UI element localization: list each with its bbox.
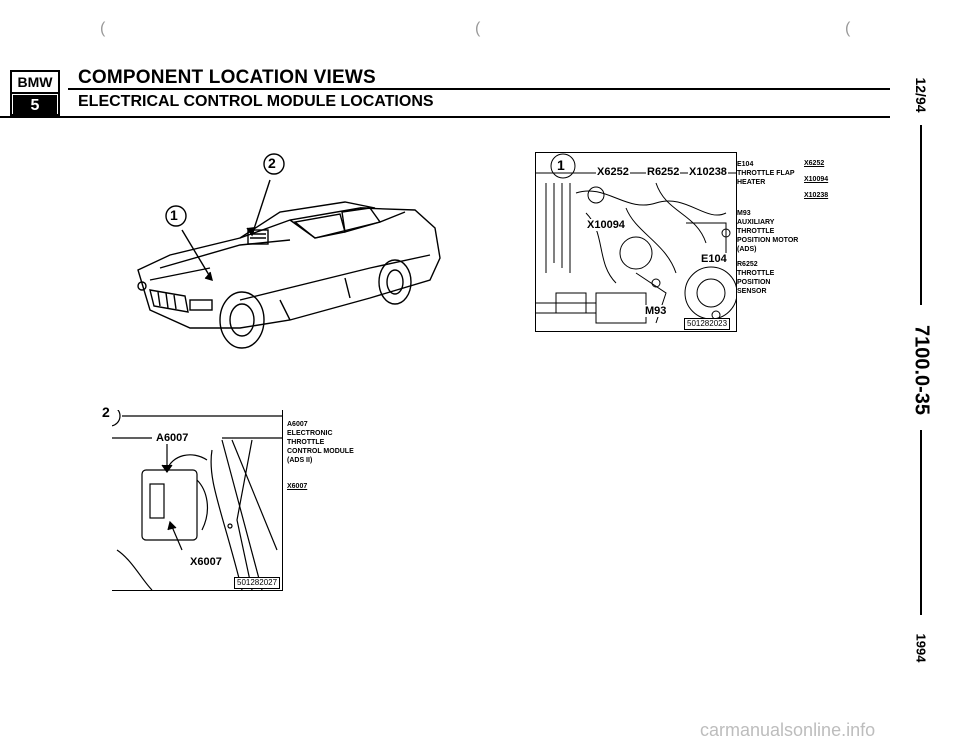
engine-bay-drawing bbox=[536, 153, 738, 324]
watermark: carmanualsonline.info bbox=[700, 720, 876, 740]
code-x6007: X6007 bbox=[287, 483, 308, 490]
engine-codes: X6252 X10094 X10238 bbox=[804, 160, 828, 199]
legend-line: POSITION MOTOR bbox=[737, 237, 799, 244]
legend-line: THROTTLE FLAP bbox=[737, 170, 795, 177]
legend-line: (ADS) bbox=[737, 246, 757, 253]
module-callout: 2 bbox=[102, 404, 110, 420]
label-e104: E104 bbox=[700, 253, 728, 265]
label-x6252: X6252 bbox=[596, 166, 630, 178]
code-x10094: X10094 bbox=[804, 176, 829, 183]
code-x10238: X10238 bbox=[804, 192, 829, 199]
legend-m93: M93 AUXILIARY THROTTLE POSITION MOTOR (A… bbox=[737, 209, 807, 254]
side-page-number: 7100.0-35 bbox=[910, 324, 933, 416]
legend-line: A6007 bbox=[287, 421, 308, 428]
legend-line: CONTROL MODULE bbox=[287, 448, 354, 455]
header-rule bbox=[0, 116, 890, 118]
legend-line: THROTTLE bbox=[737, 228, 775, 235]
legend-line: M93 bbox=[737, 210, 751, 217]
module-legend: A6007 ELECTRONIC THROTTLE CONTROL MODULE… bbox=[287, 420, 354, 465]
legend-line: HEATER bbox=[737, 179, 766, 186]
legend-line: AUXILIARY bbox=[737, 219, 775, 226]
module-photo: 2 A6007 X6007 501282027 bbox=[99, 404, 283, 591]
engine-legend: E104 THROTTLE FLAP HEATER M93 AUXILIARY … bbox=[737, 160, 807, 296]
car-illustration: 1 2 bbox=[130, 150, 450, 360]
legend-e104: E104 THROTTLE FLAP HEATER bbox=[737, 160, 807, 187]
label-x10094: X10094 bbox=[586, 219, 626, 231]
label-r6252: R6252 bbox=[646, 166, 681, 178]
engine-bay-photo: 1 X6252 R6252 X10238 X10094 E104 M93 501… bbox=[535, 152, 738, 332]
callout-1: 1 bbox=[170, 207, 178, 223]
callout-2: 2 bbox=[268, 155, 276, 171]
legend-line: ELECTRONIC bbox=[287, 430, 333, 437]
code-x6252: X6252 bbox=[804, 160, 825, 167]
page-subtitle: ELECTRICAL CONTROL MODULE LOCATIONS bbox=[78, 93, 434, 110]
legend-line: R6252 bbox=[737, 261, 758, 268]
label-x6007: X6007 bbox=[190, 556, 222, 568]
legend-line: THROTTLE bbox=[737, 270, 775, 277]
car-drawing bbox=[137, 153, 441, 349]
page-title: COMPONENT LOCATION VIEWS bbox=[78, 67, 376, 88]
bmw-logo: BMW 5 bbox=[10, 70, 60, 117]
side-rule-top bbox=[920, 125, 922, 305]
title-rule bbox=[68, 88, 890, 90]
legend-line: THROTTLE bbox=[287, 439, 325, 446]
label-a6007: A6007 bbox=[154, 432, 191, 444]
logo-series: 5 bbox=[13, 95, 57, 117]
legend-line: E104 bbox=[737, 161, 754, 168]
logo-brand: BMW bbox=[12, 72, 58, 94]
scan-mark: ( bbox=[475, 20, 481, 37]
side-date: 12/94 bbox=[913, 77, 929, 113]
legend-line: SENSOR bbox=[737, 288, 767, 295]
label-m93: M93 bbox=[644, 305, 668, 317]
side-year: 1994 bbox=[913, 633, 929, 663]
legend-line: POSITION bbox=[737, 279, 771, 286]
legend-r6252: R6252 THROTTLE POSITION SENSOR bbox=[737, 260, 807, 296]
engine-callout: 1 bbox=[557, 157, 565, 173]
scan-mark: ( bbox=[100, 20, 106, 37]
legend-line: (ADS II) bbox=[287, 457, 313, 464]
module-ref-number: 501282027 bbox=[234, 577, 281, 589]
side-rule-bottom bbox=[920, 430, 922, 615]
engine-ref-number: 501282023 bbox=[684, 318, 731, 330]
label-x10238: X10238 bbox=[688, 166, 728, 178]
scan-mark: ( bbox=[845, 20, 851, 37]
